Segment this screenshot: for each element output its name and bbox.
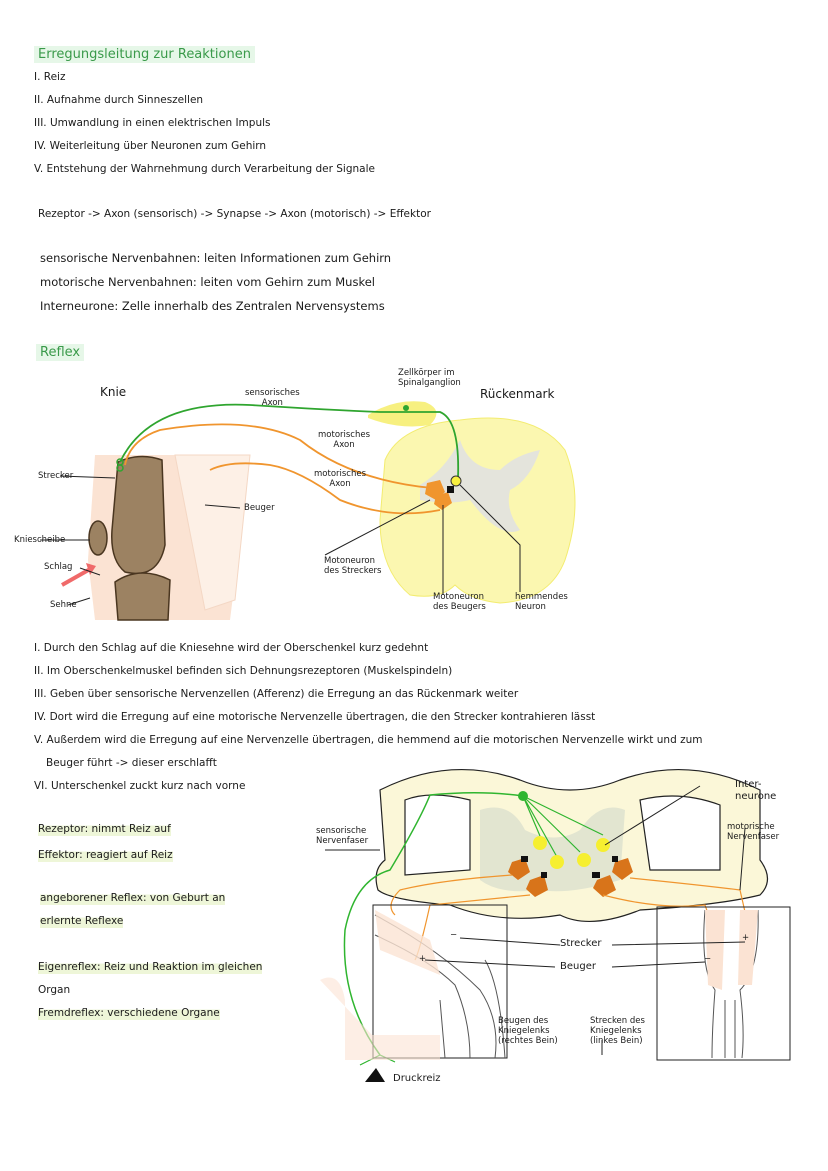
label-patella: Kniescheibe — [14, 535, 66, 545]
label-extensor-2: Strecker — [560, 938, 602, 949]
step-5: V. Entstehung der Wahrnehmung durch Vera… — [34, 163, 375, 175]
knee-reflex-diagram — [40, 401, 576, 621]
section-title-reflex: Reflex — [36, 344, 85, 361]
step-3: III. Umwandlung in einen elektrischen Im… — [34, 117, 271, 129]
label-spinal-cord: Rückenmark — [480, 387, 555, 401]
stimulus-icon — [365, 1068, 385, 1082]
gray-matter — [420, 440, 540, 532]
note-foreign-reflex: Fremdreflex: verschiedene Organe — [38, 1006, 220, 1020]
spinal-ganglion — [368, 401, 437, 427]
note-receptor: Rezeptor: nimmt Reiz auf — [38, 822, 171, 836]
label-flexor: Beuger — [244, 503, 275, 513]
left-leg-drawing — [374, 914, 506, 1059]
reflex-chain: Rezeptor -> Axon (sensorisch) -> Synapse… — [38, 208, 431, 220]
femur-bone — [111, 455, 166, 575]
note-self-reflex-continued: Organ — [38, 984, 71, 996]
label-knee: Knie — [100, 385, 127, 399]
note-innate-reflex: angeborener Reflex: von Geburt an — [40, 891, 226, 905]
thigh-muscles — [174, 454, 251, 611]
label-pressure-stimulus: Druckreiz — [393, 1073, 441, 1084]
definition-motor: motorische Nervenbahnen: leiten vom Gehi… — [40, 275, 375, 289]
label-flexor-2: Beuger — [560, 961, 596, 972]
step-4: IV. Weiterleitung über Neuronen zum Gehi… — [34, 140, 267, 152]
reflex-step-5: V. Außerdem wird die Erregung auf eine N… — [34, 734, 703, 746]
minus-sign-right: − — [704, 954, 712, 964]
definition-interneurons: Interneurone: Zelle innerhalb des Zentra… — [40, 299, 385, 313]
motoneurons — [508, 856, 633, 897]
label-extensor: Strecker — [38, 471, 74, 481]
inhibitory-neuron-cell — [450, 475, 462, 487]
motor-axon-flexor — [209, 462, 441, 515]
reflex-step-6: VI. Unterschenkel zuckt kurz nach vorne — [34, 780, 246, 792]
left-ventral-root-cutout — [404, 794, 471, 876]
note-self-reflex: Eigenreflex: Reiz und Reaktion im gleich… — [38, 960, 263, 974]
right-leg-box — [656, 906, 791, 1061]
reflex-step-2: II. Im Oberschenkelmuskel befinden sich … — [34, 665, 453, 677]
reflex-step-5-continued: Beuger führt -> dieser erschlafft — [46, 757, 217, 769]
patella-bone — [88, 520, 108, 556]
right-leg-drawing — [703, 909, 759, 1059]
sensory-fiber — [343, 792, 524, 1056]
right-ventral-root-cutout — [639, 795, 721, 871]
reflex-step-3: III. Geben über sensorische Nervenzellen… — [34, 688, 519, 700]
label-tendon: Sehne — [50, 600, 77, 610]
step-1: I. Reiz — [34, 71, 66, 83]
interneurons — [522, 795, 610, 869]
label-interneurons: Inter-neurone — [735, 779, 777, 802]
tibia-bone — [114, 572, 171, 621]
motoneuron-flexor-cell — [434, 492, 452, 510]
note-effector: Effektor: reagiert auf Reiz — [38, 848, 173, 862]
plus-sign-right: + — [742, 933, 750, 943]
section-title-erregungsleitung: Erregungsleitung zur Reaktionen — [34, 46, 255, 63]
sensory-axon — [119, 403, 460, 479]
minus-sign-left: − — [450, 930, 458, 940]
spinal-reflex-diagram — [320, 769, 791, 1082]
reflex-step-4: IV. Dort wird die Erregung auf eine moto… — [34, 711, 596, 723]
motor-axon-extensor — [124, 423, 433, 489]
step-2: II. Aufnahme durch Sinneszellen — [34, 94, 204, 106]
definition-sensory: sensorische Nervenbahnen: leiten Informa… — [40, 251, 392, 265]
reflex-step-1: I. Durch den Schlag auf die Kniesehne wi… — [34, 642, 429, 654]
inhibitory-synapse — [447, 486, 454, 493]
note-learned-reflexes: erlernte Reflexe — [40, 914, 124, 928]
plus-sign-left: + — [419, 954, 427, 964]
label-hit: Schlag — [44, 562, 73, 572]
foot-shape — [320, 977, 440, 1060]
